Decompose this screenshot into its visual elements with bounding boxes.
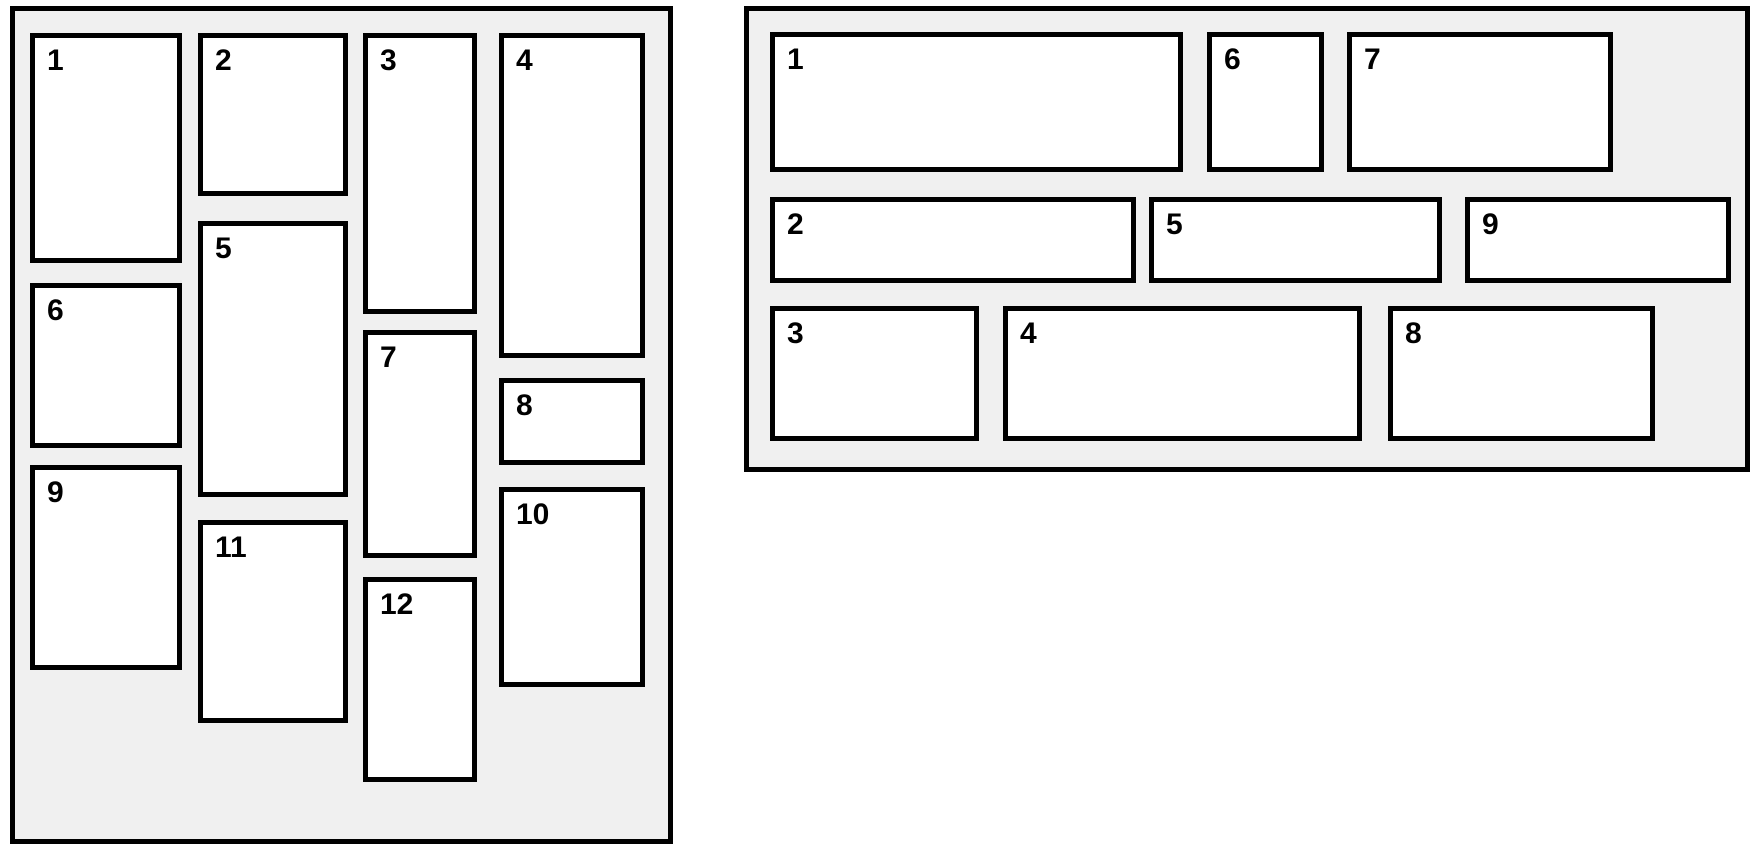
item-number: 6 [1224, 43, 1241, 76]
item-number: 6 [47, 294, 64, 327]
masonry-item: 7 [363, 330, 477, 558]
masonry-item: 1 [30, 33, 182, 263]
masonry-item: 10 [499, 487, 645, 687]
item-number: 3 [380, 44, 397, 77]
horizontal-masonry-panel: 1 6 7 2 5 9 3 4 8 [744, 6, 1750, 472]
item-number: 1 [787, 43, 804, 76]
masonry-item: 3 [770, 306, 979, 441]
item-number: 5 [215, 232, 232, 265]
masonry-item: 3 [363, 33, 477, 314]
masonry-item: 5 [1149, 197, 1442, 283]
masonry-item: 4 [499, 33, 645, 358]
item-number: 5 [1166, 208, 1183, 241]
masonry-item: 12 [363, 577, 477, 782]
masonry-item: 8 [1388, 306, 1655, 441]
masonry-item: 2 [770, 197, 1136, 283]
item-number: 1 [47, 44, 64, 77]
masonry-item: 11 [198, 520, 348, 723]
masonry-item: 1 [770, 32, 1183, 172]
item-number: 8 [1405, 317, 1422, 350]
masonry-item: 9 [1465, 197, 1731, 283]
vertical-masonry-panel: 1 2 3 4 5 6 7 8 9 10 11 [10, 6, 673, 844]
masonry-item: 4 [1003, 306, 1362, 441]
masonry-item: 6 [30, 283, 182, 448]
item-number: 9 [47, 476, 64, 509]
item-number: 4 [516, 44, 533, 77]
masonry-item: 5 [198, 221, 348, 497]
item-number: 2 [787, 208, 804, 241]
masonry-item: 7 [1347, 32, 1613, 172]
item-number: 9 [1482, 208, 1499, 241]
masonry-item: 6 [1207, 32, 1324, 172]
item-number: 11 [215, 531, 247, 564]
item-number: 2 [215, 44, 232, 77]
item-number: 4 [1020, 317, 1037, 350]
masonry-item: 8 [499, 378, 645, 465]
item-number: 12 [380, 588, 414, 621]
item-number: 3 [787, 317, 804, 350]
item-number: 7 [380, 341, 397, 374]
item-number: 7 [1364, 43, 1381, 76]
masonry-item: 9 [30, 465, 182, 670]
item-number: 8 [516, 389, 533, 422]
masonry-item: 2 [198, 33, 348, 196]
item-number: 10 [516, 498, 550, 531]
